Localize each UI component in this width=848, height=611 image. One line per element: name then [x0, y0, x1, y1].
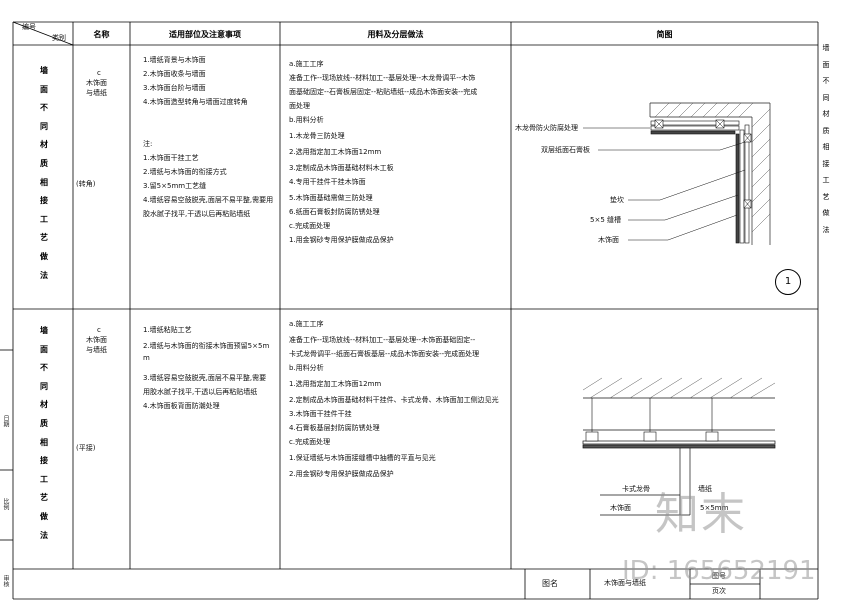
header-usage: 适用部位及注意事项 [169, 30, 241, 39]
header-corner-category: 类别 [52, 34, 66, 42]
row1-name-sub: (转角) [76, 180, 96, 188]
watermark-id: ID: 165652191 [622, 556, 816, 586]
row1-usage-note: 1.木饰面干挂工艺 [143, 154, 199, 162]
row1-method-line: 准备工作--现场放线--材料加工--基层处理--木龙骨调平--木饰 [289, 74, 476, 82]
row2-method-line: 2.用金钢砂专用保护膜做成品保护 [289, 470, 394, 478]
header-diagram: 简图 [656, 30, 673, 39]
row1-method-line: 6.纸面石膏板封防腐防锈处理 [289, 208, 380, 216]
row1-method-line: 4.专用干挂件干挂木饰面 [289, 178, 366, 186]
footer-page-label: 页次 [712, 587, 726, 595]
row2-diagram-label: 卡式龙骨 [622, 485, 650, 493]
row2-usage-line: 4.木饰面板背面防潮处理 [143, 402, 220, 410]
row1-category: 墙面不同材质相接工艺做法 [40, 66, 48, 280]
row1-diagram-label: 双层纸面石膏板 [541, 146, 590, 154]
row2-method-line: 1.选用指定加工木饰面12mm [289, 380, 382, 388]
row1-method-line: 面基础固定--石膏板层固定--粘贴墙纸--成品木饰面安装--完成 [289, 88, 478, 96]
row1-method-line: 1.用金钢砂专用保护膜做成品保护 [289, 236, 394, 244]
row1-diagram-label: 木龙骨防火防腐处理 [515, 124, 578, 132]
row2-method-line: b.用料分析 [289, 364, 324, 372]
row1-usage-note: 4.墙纸容易空鼓脱壳,面层不易平整,需要用 [143, 196, 274, 204]
row1-usage-note: 2.墙纸与木饰面的衔接方式 [143, 168, 227, 176]
row1-method-line: c.完成面处理 [289, 222, 331, 230]
row2-usage-line: 2.墙纸与木饰面的衔接木饰面预留5×5m [143, 342, 270, 350]
row1-usage-line: 2.木饰面收条与墙面 [143, 70, 206, 78]
row2-method-line: 3.木饰面干挂件干挂 [289, 410, 352, 418]
margin-label: 比例 [2, 498, 9, 510]
side-title: 墙面不同材质相接工艺做法 [822, 44, 830, 234]
row2-method-line: 4.石膏板基层封防腐防锈处理 [289, 424, 380, 432]
footer-number-label: 图号 [712, 572, 726, 580]
row1-method-line: b.用料分析 [289, 116, 324, 124]
row1-usage-note: 胶水腻子找平,干透以后再粘贴墙纸 [143, 210, 251, 218]
footer-label: 图名 [542, 579, 558, 588]
row2-name-text: 木饰面 与墙纸 [86, 336, 107, 354]
row2-category: 墙面不同材质相接工艺做法 [40, 326, 48, 540]
row1-method-line: 1.木龙骨三防处理 [289, 132, 345, 140]
row1-usage-line: 3.木饰面台阶与墙面 [143, 84, 206, 92]
row2-name-code: c [97, 326, 101, 334]
row1-usage-line: 4.木饰面造型转角与墙面过度转角 [143, 98, 248, 106]
margin-label: 日期 [2, 415, 9, 427]
row2-method-line: 2.定制成品木饰面基础材料干挂件、卡式龙骨、木饰面加工侧边见光 [289, 396, 499, 404]
row2-method-line: a.施工工序 [289, 320, 324, 328]
footer-title: 木饰面与墙纸 [604, 579, 646, 587]
row1-diagram-label: 垫坎 [610, 196, 624, 204]
row2-method-line: c.完成面处理 [289, 438, 331, 446]
header-method: 用料及分层做法 [367, 30, 424, 39]
header-name: 名称 [93, 30, 110, 39]
row2-usage-line: m [143, 354, 150, 362]
margin-label: 审核 [2, 575, 9, 587]
header-corner-number: 编号 [22, 23, 36, 31]
row2-method-line: 1.保证墙纸与木饰面接缝槽中抽槽的平直与见光 [289, 454, 436, 462]
row1-usage-note: 3.留5×5mm工艺缝 [143, 182, 207, 190]
row1-usage-line: 1.墙纸背景与木饰面 [143, 56, 206, 64]
row1-method-line: a.施工工序 [289, 60, 324, 68]
watermark-logo: 知末 [655, 489, 747, 540]
detail-number-text: 1 [784, 276, 792, 287]
row1-method-line: 2.选用指定加工木饰面12mm [289, 148, 382, 156]
row1-method-line: 5.木饰面基础需做三防处理 [289, 194, 373, 202]
row2-usage-line: 用胶水腻子找平,干透以后再粘贴墙纸 [143, 388, 258, 396]
row1-diagram-label: 5×5 缝槽 [590, 216, 621, 224]
row2-method-line: 准备工作--现场放线--材料加工--基层处理--木饰面基础固定-- [289, 336, 476, 344]
row1-method-line: 面处理 [289, 102, 310, 110]
row2-diagram-label: 5×5mm [700, 504, 729, 512]
row1-name-text: 木饰面 与墙纸 [86, 79, 107, 97]
row2-diagram-label: 墙纸 [698, 485, 712, 493]
row1-name-code: c [97, 69, 101, 77]
row2-usage-line: 3.墙纸容易空鼓脱壳,面层不易平整,需要 [143, 374, 267, 382]
row1-usage-note-title: 注: [143, 140, 153, 148]
row1-diagram-label: 木饰面 [598, 236, 619, 244]
row2-method-line: 卡式龙骨调平--纸面石膏板基层--成品木饰面安装--完成面处理 [289, 350, 480, 358]
row2-usage-line: 1.墙纸粘贴工艺 [143, 326, 192, 334]
row1-method-line: 3.定制成品木饰面基础材料木工板 [289, 164, 394, 172]
row2-diagram-label: 木饰面 [610, 504, 631, 512]
row2-name-sub: (平接) [76, 444, 96, 452]
detail-number-badge: 1 [775, 269, 801, 295]
